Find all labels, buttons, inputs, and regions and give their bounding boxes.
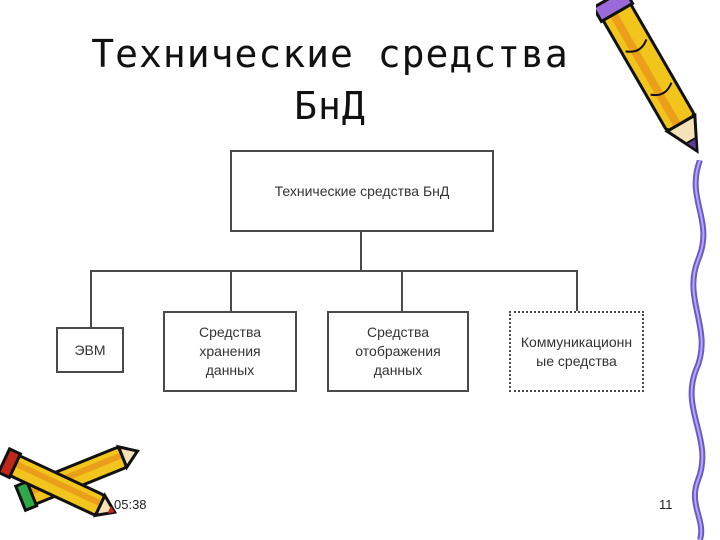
connector-root-down: [360, 232, 362, 272]
diagram-node-display: Средства отображения данных: [327, 311, 469, 392]
crossed-pencils-icon: [0, 444, 140, 518]
diagram-node-storage: Средства хранения данных: [163, 311, 297, 392]
root-label: Технические средства БнД: [274, 182, 450, 199]
connector-storage: [230, 270, 232, 312]
slide-page-number: 11: [659, 497, 673, 512]
vine-decoration: [688, 160, 707, 540]
pencil-icon: [596, 0, 699, 154]
slide-time: 05:38: [114, 497, 147, 512]
diagram-root-node: Технические средства БнД: [230, 150, 494, 232]
node-label: Средства хранения данных: [198, 324, 262, 378]
slide-title-line1: Технические средства: [91, 32, 569, 76]
node-label: Коммуникационные средства: [520, 333, 633, 369]
node-label: Средства отображения данных: [355, 324, 441, 378]
slide-title: Технические средства БнД: [60, 28, 600, 132]
slide-title-line2: БнД: [294, 84, 366, 128]
diagram-node-evm: ЭВМ: [56, 327, 124, 373]
connector-comm: [576, 270, 578, 312]
connector-display: [401, 270, 403, 312]
diagram-node-communication: Коммуникационные средства: [509, 311, 644, 392]
connector-horizontal: [90, 270, 578, 272]
node-label: ЭВМ: [74, 341, 106, 358]
connector-evm: [90, 270, 92, 327]
